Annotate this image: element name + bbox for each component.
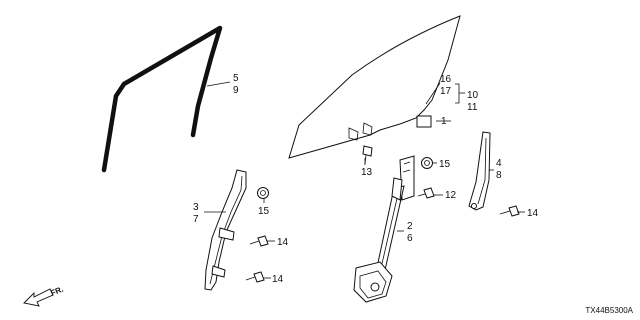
callout-5: 5 — [233, 73, 239, 84]
callout-6: 6 — [407, 233, 413, 244]
nut-15-upper — [421, 157, 433, 169]
callout-9: 9 — [233, 85, 239, 96]
callout-1: 1 — [441, 116, 447, 127]
bolt-14-middle — [249, 235, 269, 247]
front-direction-arrow-icon — [23, 288, 54, 307]
callout-17: 17 — [440, 86, 452, 97]
callout-13: 13 — [361, 167, 373, 178]
callout-11: 11 — [467, 102, 478, 113]
diagram-code: TX44B5300A — [585, 306, 633, 315]
bolt-14-right — [499, 205, 520, 217]
callout-14-middle: 14 — [277, 237, 289, 248]
callout-14-right: 14 — [527, 208, 539, 219]
callout-4: 4 — [496, 158, 502, 169]
leader-lines — [204, 81, 525, 279]
callout-14-lower: 14 — [272, 274, 284, 285]
bolt-13 — [362, 145, 373, 165]
front-direction-indicator: FR. — [23, 285, 65, 307]
glass-run-channel — [101, 25, 223, 173]
nut-15-lower — [257, 187, 269, 199]
glass-label — [416, 115, 432, 128]
window-regulator — [353, 155, 415, 303]
callout-10: 10 — [467, 90, 479, 101]
callout-3: 3 — [193, 202, 199, 213]
callout-2: 2 — [407, 221, 413, 232]
callout-8: 8 — [496, 170, 502, 181]
front-run-channel — [468, 131, 491, 211]
bolt-12 — [417, 187, 435, 199]
direction-label: FR. — [49, 285, 64, 298]
callout-12: 12 — [445, 190, 457, 201]
callout-16: 16 — [440, 74, 452, 85]
callout-7: 7 — [193, 214, 199, 225]
center-sash — [204, 169, 247, 291]
callouts: 5 9 16 17 10 11 1 13 15 12 4 8 14 3 7 15… — [193, 73, 539, 285]
door-glass — [288, 15, 461, 159]
bolt-14-lower — [245, 271, 265, 283]
callout-15-lower: 15 — [258, 206, 270, 217]
callout-15-upper: 15 — [439, 159, 451, 170]
